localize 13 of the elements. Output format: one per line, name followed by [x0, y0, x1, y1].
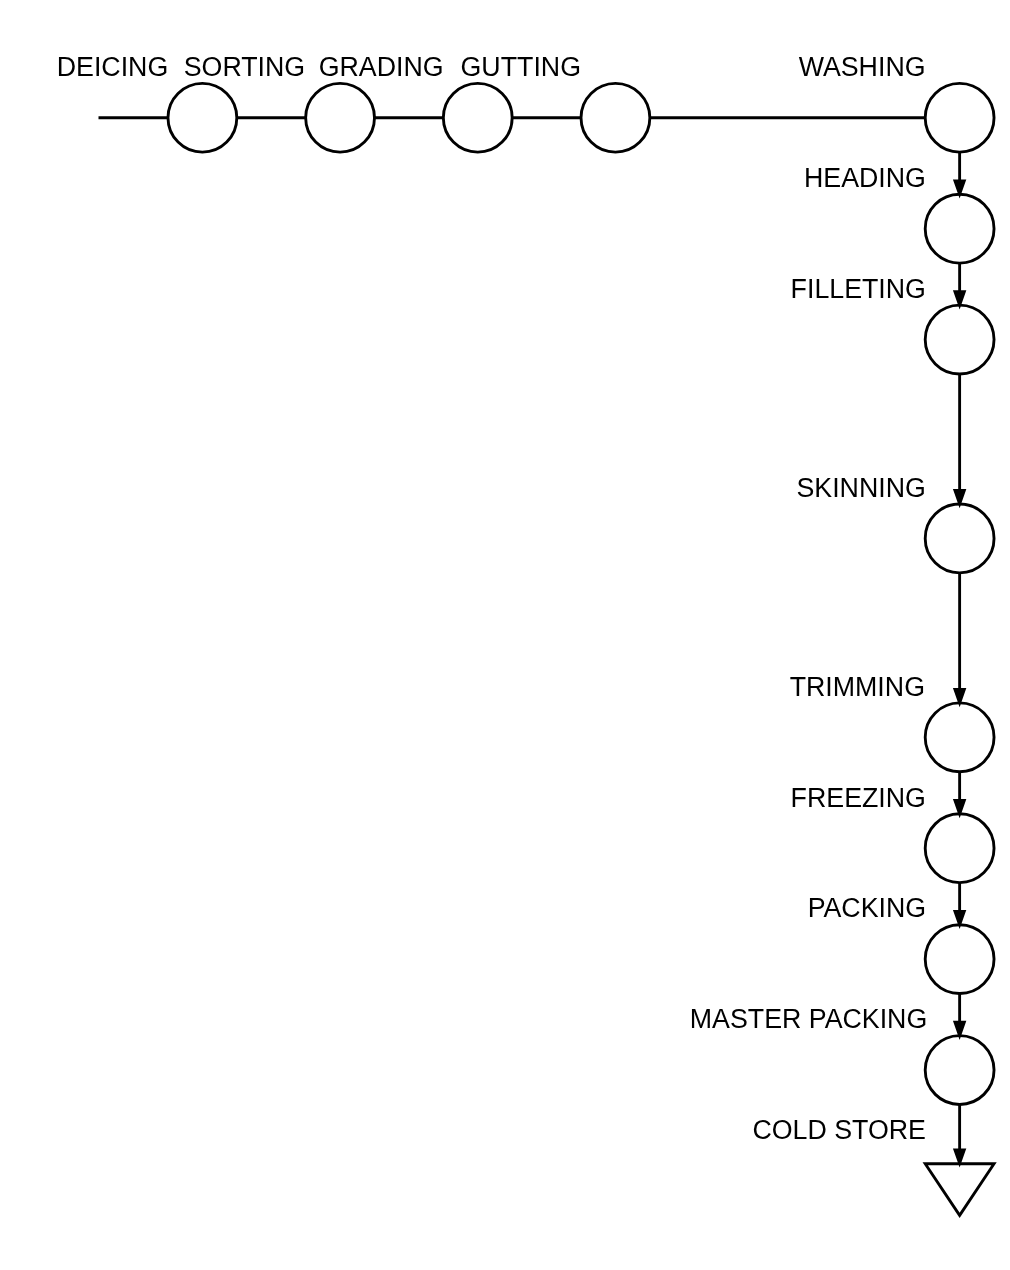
- node-label: GUTTING: [460, 52, 581, 83]
- node-label: COLD STORE: [752, 1115, 926, 1146]
- node-label: HEADING: [803, 162, 926, 193]
- node-label: FILLETING: [790, 273, 926, 304]
- node-label: MASTER PACKING: [689, 1004, 928, 1035]
- node-label: TRIMMING: [789, 671, 925, 702]
- node-label: PACKING: [807, 893, 927, 924]
- node-label: WASHING: [798, 52, 926, 83]
- node-label: DEICING: [56, 52, 169, 83]
- node-label: SORTING: [183, 52, 306, 83]
- node-label: SKINNING: [796, 472, 926, 503]
- node-label: GRADING: [318, 52, 444, 83]
- node-label: FREEZING: [790, 782, 926, 813]
